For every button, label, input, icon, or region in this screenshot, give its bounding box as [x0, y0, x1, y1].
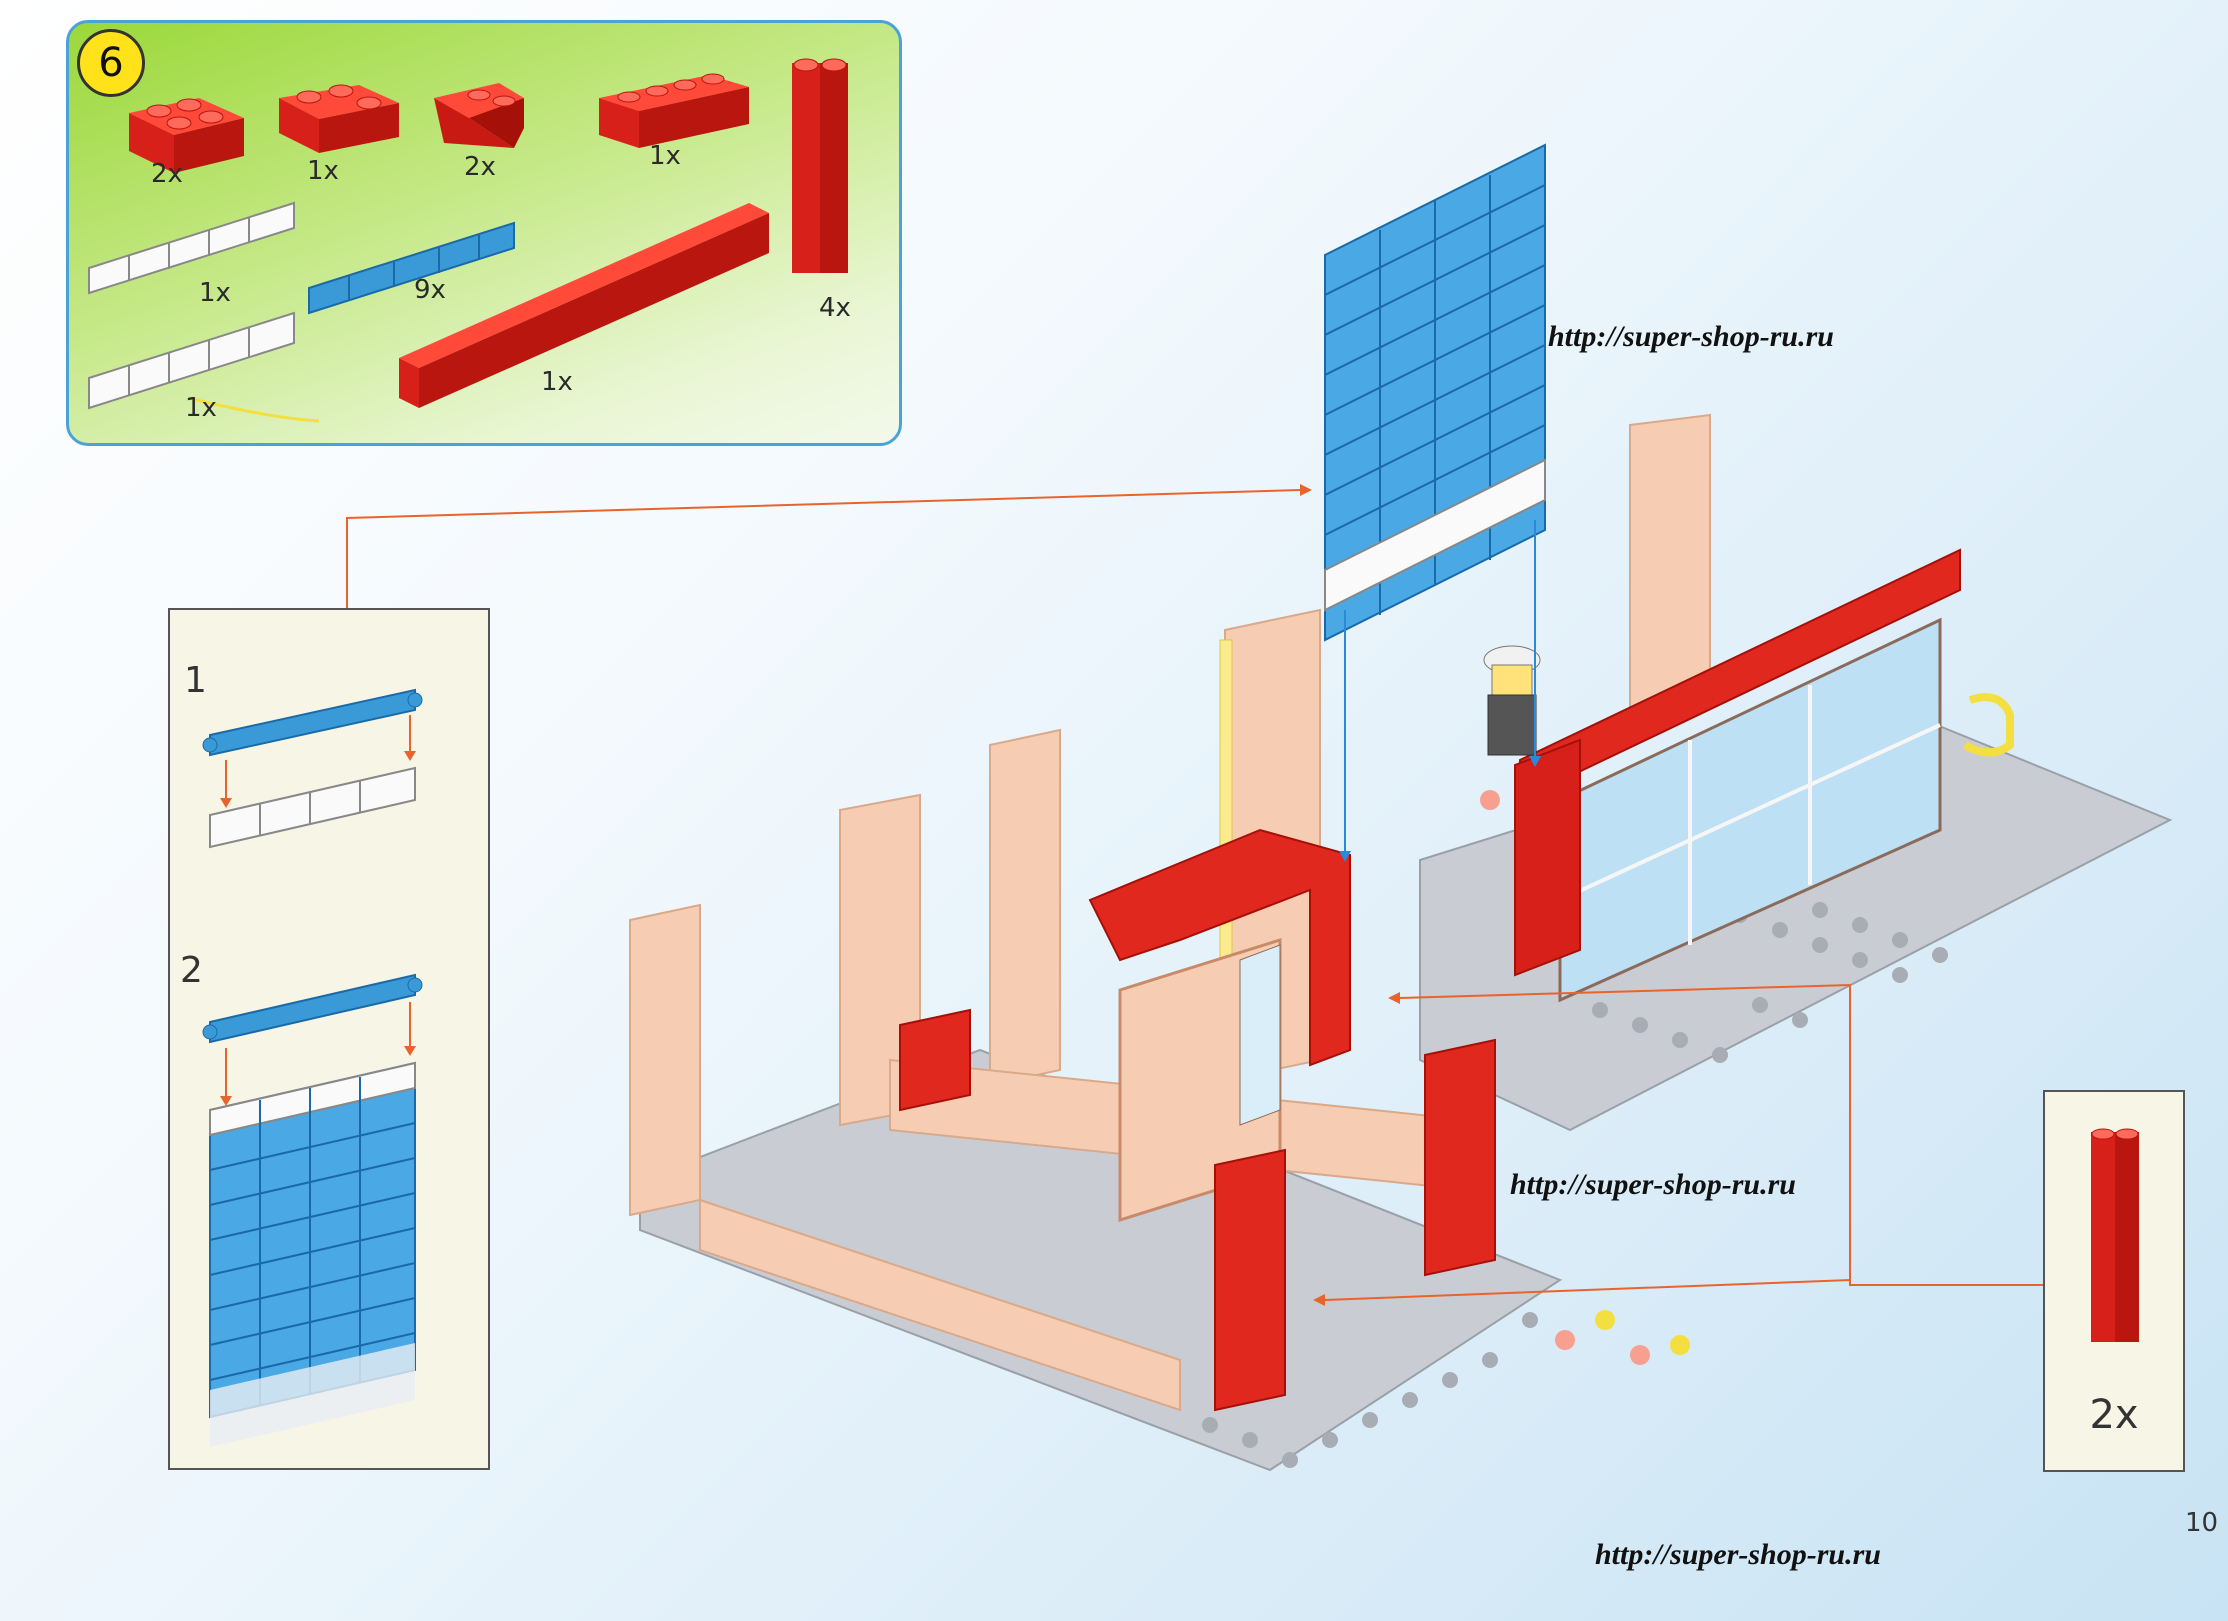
substep-1-number: 1: [184, 660, 207, 701]
part-brick-1x4: [599, 73, 749, 148]
qty-brick-corner: 1x: [307, 156, 339, 186]
connector-arrow-top: [1399, 983, 2050, 1286]
watermark-url-top: http://super-shop-ru.ru: [1548, 320, 1834, 353]
column-red-right: [1514, 738, 1581, 977]
pillar-front-left: [629, 903, 701, 1217]
subassembly-panel: 1 2: [168, 608, 490, 1470]
callout-column-art: [2091, 1128, 2139, 1342]
step-number-badge: 6: [77, 29, 145, 97]
parts-panel: 6 2x 1x 2x 1x 4x 1x 9x 1x 1x: [66, 20, 902, 446]
qty-brick-1x12: 1x: [541, 367, 573, 397]
qty-window-frame: 1x: [199, 278, 231, 308]
yellow-handle: [1962, 693, 2014, 757]
pillar-back-right: [1629, 413, 1711, 712]
connector-arrow-bottom: [1324, 1278, 1851, 1301]
red-arch: [1088, 828, 1351, 1067]
minifigure-firefighter: [1483, 645, 1541, 756]
red-block-left: [899, 1008, 971, 1112]
part-window-frame-2: [88, 311, 320, 423]
part-slope: [434, 83, 524, 148]
part-brick-corner: [279, 84, 399, 153]
subassembly-art: [202, 688, 423, 1447]
parts-art: [88, 58, 848, 423]
part-shutter-blue: [308, 221, 515, 315]
substep-2-number: 2: [180, 950, 203, 991]
substep-1-frame: [209, 766, 416, 849]
column-red-front: [1214, 1148, 1286, 1412]
substep-1-shutter: [202, 688, 423, 757]
callout-panel: 2x: [2043, 1090, 2185, 1472]
part-brick-2x2: [129, 98, 244, 173]
connector-arrow-subassembly: [346, 489, 1301, 608]
qty-column-tall: 4x: [819, 293, 851, 323]
door-window: [1239, 944, 1281, 1126]
shutter-assembly-main: [1324, 143, 1546, 642]
watermark-url-bottom: http://super-shop-ru.ru: [1595, 1538, 1881, 1571]
qty-brick-1x4: 1x: [649, 141, 681, 171]
column-red-middle: [1424, 1038, 1496, 1277]
page-number: 10: [2185, 1508, 2219, 1538]
callout-qty: 2x: [2089, 1392, 2139, 1438]
flower-plants: [1480, 790, 1690, 1365]
part-brick-1x12: [399, 203, 769, 408]
substep-2-shutter-stack: [209, 1061, 416, 1447]
qty-shutter: 9x: [414, 275, 446, 305]
wall-front-left: [699, 1198, 1181, 1412]
pillar-back: [989, 728, 1061, 1087]
qty-slope: 2x: [464, 152, 496, 182]
part-column-tall: [792, 58, 848, 273]
qty-brick-2x2: 2x: [151, 159, 183, 189]
substep-2-shutter: [202, 973, 423, 1044]
qty-window-frame-2: 1x: [185, 393, 217, 423]
part-window-frame-1: [88, 201, 295, 295]
watermark-url-middle: http://super-shop-ru.ru: [1510, 1168, 1796, 1201]
baseplate-studs: [1202, 872, 1948, 1468]
step-number: 6: [98, 40, 124, 86]
